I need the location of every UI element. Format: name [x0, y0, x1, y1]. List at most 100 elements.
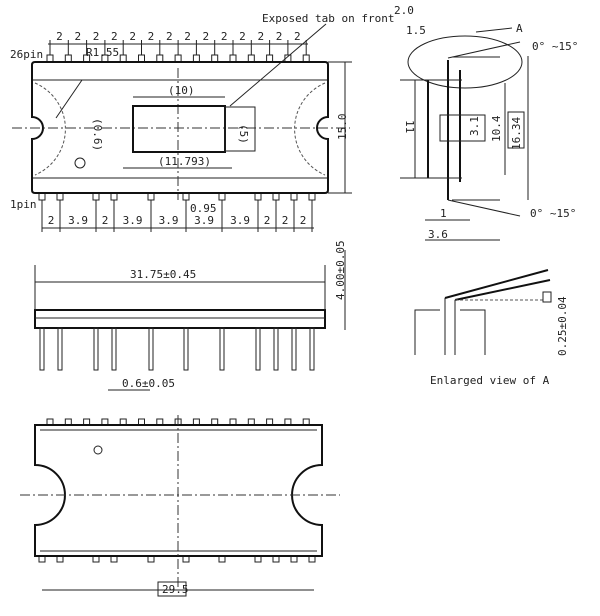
pin	[273, 327, 279, 371]
bottom-length-dim: 29.5	[162, 583, 189, 596]
front-view: 31.75±0.45 4.00±0.05 0.6±0.05	[34, 240, 347, 391]
dim-1: 1	[440, 207, 447, 220]
pitch-label: 3.9	[230, 214, 250, 227]
height-dim: 4.00±0.05	[334, 240, 347, 300]
pitch-label: 2	[93, 30, 100, 43]
pitch-label: 3.9	[68, 214, 88, 227]
tab-section	[439, 114, 486, 142]
side-body	[427, 60, 461, 200]
pitch-label: 2	[74, 30, 81, 43]
pitch-label: 2	[239, 30, 246, 43]
pitch-label: 3.9	[123, 214, 143, 227]
tab-leader	[229, 23, 327, 107]
pin1-marker	[74, 157, 86, 169]
pin	[46, 54, 54, 63]
pitch-label: 2	[257, 30, 264, 43]
bottom-view-body	[34, 424, 323, 557]
pin	[57, 327, 63, 371]
side-leads	[400, 41, 521, 217]
pitch-label: 2	[166, 30, 173, 43]
pitch-label: 2	[184, 30, 191, 43]
pin	[302, 54, 310, 63]
exposed-tab	[132, 105, 226, 153]
enlarged-body	[414, 298, 486, 355]
dim-2-0: 2.0	[394, 4, 414, 17]
pin	[309, 327, 315, 371]
pin	[255, 327, 261, 371]
pin	[38, 192, 46, 201]
pitch-label: 2	[276, 30, 283, 43]
enlarged-view: 0.25±0.04 Enlarged view of A	[414, 269, 569, 387]
pin	[254, 192, 262, 201]
pitch-label: 2	[282, 214, 289, 227]
pin	[174, 54, 182, 63]
pin	[138, 54, 145, 63]
pitch-label: 2	[264, 214, 271, 227]
radius-label: R1.55	[86, 46, 119, 59]
pin	[266, 54, 274, 63]
pin	[39, 327, 45, 371]
tab-note: Exposed tab on front	[262, 12, 394, 25]
pitch-label: 3.9	[194, 214, 214, 227]
pin	[147, 192, 155, 201]
pitch-label: 3.9	[159, 214, 179, 227]
pin	[272, 192, 280, 201]
pitch-label: 2	[294, 30, 301, 43]
pitch-label: 2	[221, 30, 228, 43]
pitch-label: 2	[129, 30, 136, 43]
pin	[110, 192, 118, 201]
dim-3-1: 3.1	[468, 116, 481, 136]
pin1-label: 1pin	[10, 198, 37, 211]
enlarged-lead-end	[542, 291, 552, 303]
pin	[148, 327, 154, 371]
dim-10-4: 10.4	[490, 115, 503, 142]
tab-offset-dim: (0.6)	[91, 118, 104, 151]
basic-dim-box	[507, 111, 525, 149]
dim-16-34: 16.34	[510, 117, 523, 150]
dim-1-5: 1.5	[406, 24, 426, 37]
pin	[211, 54, 219, 63]
pin	[219, 327, 225, 371]
dim-3-6: 3.6	[428, 228, 448, 241]
pin	[290, 192, 298, 201]
pin	[247, 54, 255, 63]
front-pins	[39, 327, 315, 371]
tab-total-dim: (11.793)	[158, 155, 211, 168]
pitch-label: 2	[48, 214, 55, 227]
dim-11: 11	[403, 120, 416, 133]
radius-leader	[55, 79, 83, 119]
thickness-dim: 0.25±0.04	[556, 296, 569, 356]
length-dim: 31.75±0.45	[130, 268, 196, 281]
pin	[119, 54, 127, 63]
pin	[182, 192, 190, 201]
hole-dashed-right	[294, 82, 326, 176]
pin	[183, 327, 189, 371]
pin	[64, 54, 72, 63]
package-body	[31, 61, 329, 194]
tab-width-dim: (10)	[168, 84, 195, 97]
pin-width-dim: 0.6±0.05	[122, 377, 175, 390]
tab-height-dim: (5)	[237, 124, 250, 144]
pin	[308, 192, 316, 201]
pin	[93, 327, 99, 371]
bottom-view-marker	[93, 445, 103, 455]
top-view: Exposed tab on front 26pin 1pin R1.55 (1…	[10, 12, 394, 232]
enlarged-lead	[444, 269, 551, 301]
pin	[218, 192, 226, 201]
front-body	[34, 309, 326, 329]
angle-top: 0° ~15°	[532, 40, 578, 53]
angle-bottom: 0° ~15°	[530, 207, 576, 220]
pin	[92, 192, 100, 201]
side-view: 2.0 1.5 A 0° ~15° 0° ~15° 11 3.1 10.4 16…	[394, 4, 578, 241]
pin-offset-dim: 0.95	[190, 202, 217, 215]
pin26-label: 26pin	[10, 48, 43, 61]
pin	[156, 54, 164, 63]
pitch-label: 2	[203, 30, 210, 43]
pin	[291, 327, 297, 371]
pitch-label: 2	[300, 214, 307, 227]
pin	[192, 54, 200, 63]
pitch-label: 2	[111, 30, 118, 43]
enlarged-caption: Enlarged view of A	[430, 374, 550, 387]
detail-a-label: A	[516, 22, 523, 35]
hole-dashed-left	[34, 82, 66, 176]
